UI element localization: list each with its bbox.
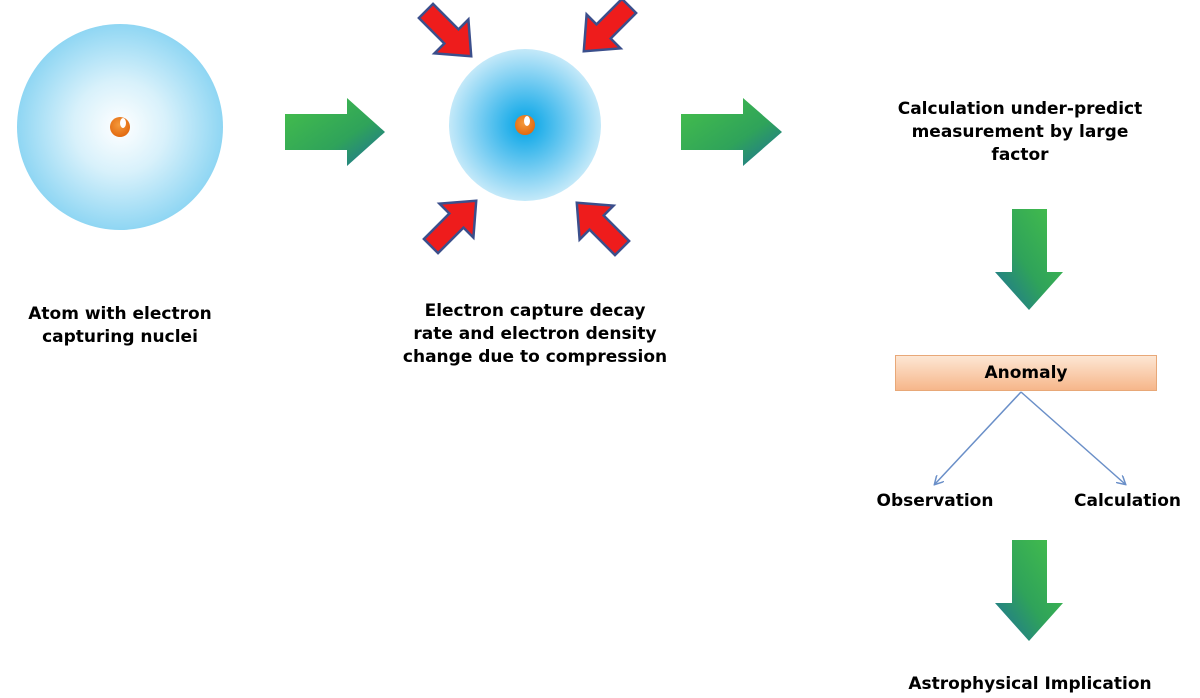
atom-label-line2: capturing nuclei	[42, 327, 198, 347]
compression-arrow-bottom-left-icon	[422, 199, 478, 255]
anomaly-box: Anomaly	[895, 355, 1157, 391]
compression-label: Electron capture decay rate and electron…	[360, 300, 710, 369]
compression-arrow-top-right-icon	[582, 0, 638, 53]
flow-arrow-2-icon	[681, 98, 782, 166]
flow-arrow-down-1-icon	[995, 209, 1063, 310]
compression-label-line2: rate and electron density	[413, 324, 657, 344]
compression-label-line1: Electron capture decay	[424, 301, 646, 321]
nucleus-dot	[110, 117, 130, 137]
observation-text: Observation	[876, 491, 994, 511]
calculation-branch-label: Calculation	[1055, 490, 1200, 513]
atom-label: Atom with electron capturing nuclei	[0, 303, 240, 349]
anomaly-branches	[935, 391, 1125, 484]
calculation-branch-text: Calculation	[1074, 491, 1181, 511]
compression-arrow-top-left-icon	[417, 2, 473, 58]
implication-label: Astrophysical Implication	[860, 673, 1200, 696]
atom-label-line1: Atom with electron	[28, 304, 212, 324]
observation-label: Observation	[855, 490, 1015, 513]
flow-arrow-down-2-icon	[995, 540, 1063, 641]
implication-text: Astrophysical Implication	[908, 674, 1152, 694]
anomaly-label: Anomaly	[984, 363, 1068, 383]
calculation-label: Calculation under-predict measurement by…	[870, 98, 1170, 167]
compressed-nucleus-dot	[515, 115, 535, 135]
calculation-label-line1: Calculation under-predict	[897, 99, 1143, 119]
branch-line-calculation	[1020, 391, 1125, 484]
anomaly-box-background	[895, 355, 1157, 391]
compressed-atom-illustration	[449, 49, 601, 201]
compression-label-line3: change due to compression	[402, 347, 668, 367]
branch-line-observation	[935, 391, 1022, 484]
calculation-label-line3: factor	[991, 145, 1049, 165]
flow-arrow-1-icon	[285, 98, 385, 166]
compression-arrows	[417, 0, 638, 257]
compression-arrow-bottom-right-icon	[575, 201, 631, 257]
calculation-label-line2: measurement by large	[911, 122, 1129, 142]
atom-illustration	[17, 24, 223, 230]
